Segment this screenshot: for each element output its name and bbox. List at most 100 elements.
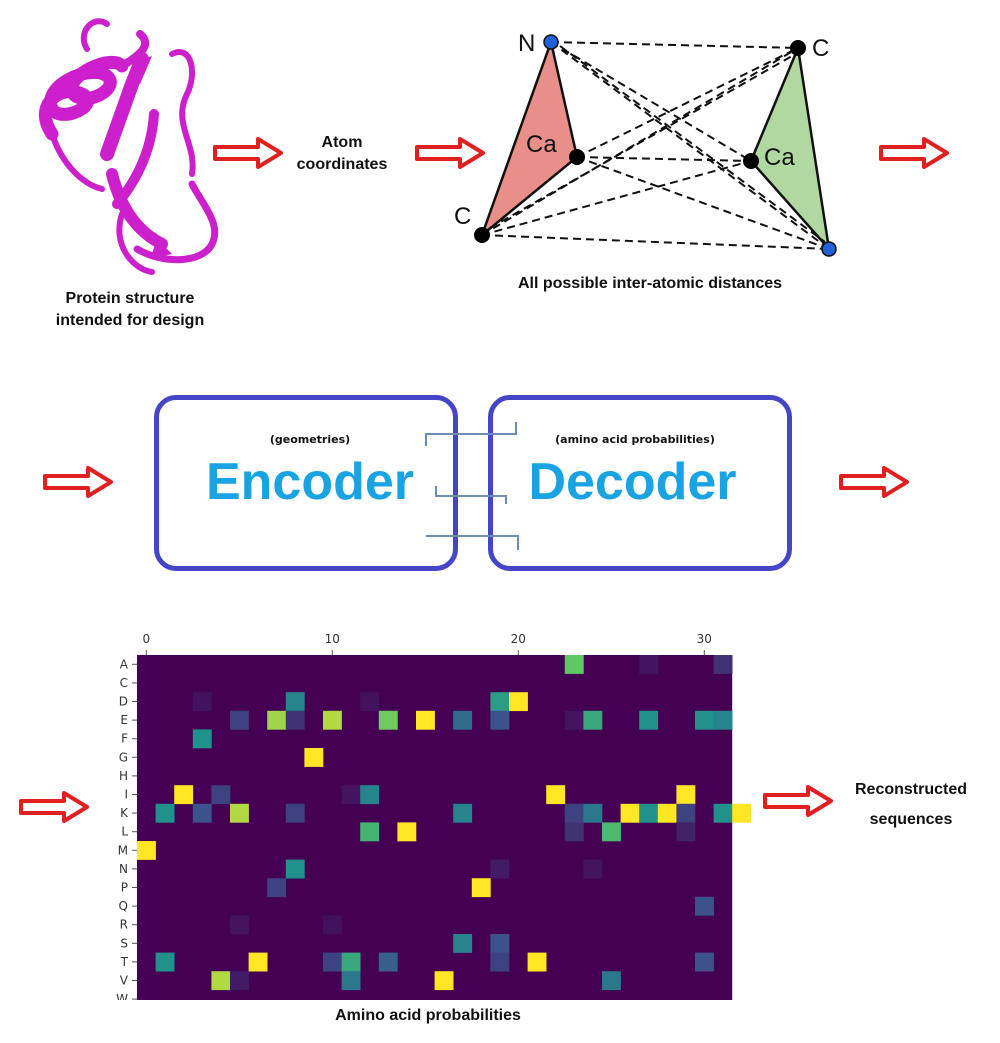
- heatmap-cell: [695, 952, 714, 972]
- heatmap-cell: [490, 934, 510, 953]
- y-tick-label: R: [120, 918, 128, 932]
- output-line1: Reconstructed: [854, 781, 968, 798]
- heatmap-cell: [583, 859, 603, 879]
- atom-label-n: N: [518, 30, 535, 57]
- heatmap-cell: [230, 710, 249, 730]
- heatmap-cell: [211, 785, 231, 805]
- y-tick-label: C: [120, 676, 128, 690]
- atom-label-ca-left: Ca: [526, 131, 557, 158]
- left-triangle: [479, 37, 579, 239]
- heatmap-cell: [602, 971, 621, 991]
- heatmap-cell: [285, 692, 305, 712]
- heatmap-cell: [378, 952, 398, 972]
- heatmap-cell: [230, 803, 249, 823]
- right-triangle: [749, 43, 831, 254]
- heatmap-cell: [713, 655, 733, 674]
- heatmap-cell: [323, 952, 342, 972]
- atom-label-line1: Atom: [321, 134, 363, 151]
- heatmap-cell: [509, 692, 528, 712]
- decoder-subtitle: (amino acid probabilities): [555, 433, 715, 446]
- arrow-icon: [879, 137, 949, 169]
- heatmap-cell: [583, 803, 603, 823]
- distances-label: All possible inter-atomic distances: [517, 275, 783, 292]
- amino-acid-heatmap: ACDEFGHIKLMNPQRSTVWYX0102030: [116, 632, 752, 1000]
- heatmap-cell: [453, 934, 473, 953]
- heatmap-cell: [564, 803, 584, 823]
- y-tick-label: H: [119, 769, 128, 783]
- x-tick-label: 10: [325, 632, 340, 646]
- arrow-icon: [213, 137, 283, 169]
- y-tick-label: K: [120, 806, 129, 820]
- protein-structure-image: [39, 18, 219, 275]
- heatmap-cell: [732, 803, 752, 823]
- heatmap-cell: [360, 692, 380, 712]
- heatmap-cell: [676, 803, 696, 823]
- atom-label-c-right: C: [812, 35, 829, 62]
- heatmap-cell: [471, 878, 491, 898]
- heatmap-cell: [490, 859, 510, 879]
- protein-label-line1: Protein structure: [65, 290, 195, 307]
- y-tick-label: V: [120, 974, 129, 988]
- heatmap-cell: [267, 878, 287, 898]
- heatmap-cell: [695, 710, 714, 730]
- x-tick-label: 30: [697, 632, 712, 646]
- heatmap-cell: [564, 655, 584, 674]
- heatmap-cell: [155, 952, 175, 972]
- heatmap-caption: Amino acid probabilities: [335, 1007, 521, 1024]
- heatmap-cell: [360, 822, 380, 842]
- heatmap-cell: [453, 710, 473, 730]
- heatmap-cell: [564, 710, 584, 730]
- heatmap-cell: [657, 803, 677, 823]
- heatmap-cell: [676, 822, 696, 842]
- y-tick-label: T: [120, 955, 129, 969]
- heatmap-cell: [230, 971, 249, 991]
- heatmap-cell: [211, 971, 231, 991]
- heatmap-cell: [713, 710, 733, 730]
- atom-label-ca-right: Ca: [764, 144, 795, 171]
- encoder-title: Encoder: [205, 453, 415, 511]
- heatmap-background: [137, 655, 733, 1000]
- heatmap-cell: [620, 803, 640, 823]
- heatmap-cell: [285, 710, 305, 730]
- encoder-box: [154, 395, 458, 571]
- heatmap-cell: [416, 710, 435, 730]
- encoder-decoder-connectors: [425, 422, 519, 550]
- heatmap-cell: [453, 803, 473, 823]
- heatmap-cell: [285, 803, 305, 823]
- arrow-icon: [415, 137, 485, 169]
- heatmap-cell: [174, 785, 194, 805]
- heatmap-cell: [323, 915, 342, 935]
- heatmap-cell: [676, 785, 696, 805]
- output-line2: sequences: [869, 811, 953, 828]
- heatmap-cell: [639, 655, 659, 674]
- arrow-icon: [839, 466, 909, 498]
- y-tick-label: N: [119, 862, 128, 876]
- heatmap-cell: [155, 803, 175, 823]
- heatmap-cell: [304, 748, 324, 767]
- reconstructed-sequences-label: Reconstructed sequences: [836, 775, 986, 835]
- heatmap-cell: [434, 971, 454, 991]
- atom-label-c-left: C: [454, 203, 471, 230]
- y-tick-label: A: [120, 657, 129, 671]
- y-tick-label: F: [121, 732, 128, 746]
- heatmap-cell: [341, 785, 361, 805]
- heatmap-cell: [695, 896, 714, 916]
- heatmap-cell: [639, 803, 659, 823]
- heatmap-cell: [397, 822, 417, 842]
- heatmap-cell: [248, 952, 268, 972]
- y-tick-label: P: [121, 881, 128, 895]
- heatmap-cell: [230, 915, 249, 935]
- heatmap-cell: [378, 710, 398, 730]
- y-tick-label: W: [116, 992, 128, 1000]
- heatmap-cell: [192, 803, 212, 823]
- inter-atomic-distance-diagram: N Ca C C Ca: [454, 30, 837, 257]
- decoder-title: Decoder: [528, 453, 737, 511]
- decoder-box: [488, 395, 792, 571]
- heatmap-cell: [490, 710, 510, 730]
- heatmap-cell: [639, 710, 659, 730]
- heatmap-cell: [341, 952, 361, 972]
- protein-structure-label: Protein structure intended for design: [30, 288, 230, 332]
- distance-lines: [481, 41, 830, 250]
- heatmap-cell: [713, 803, 733, 823]
- heatmap-cell: [490, 952, 510, 972]
